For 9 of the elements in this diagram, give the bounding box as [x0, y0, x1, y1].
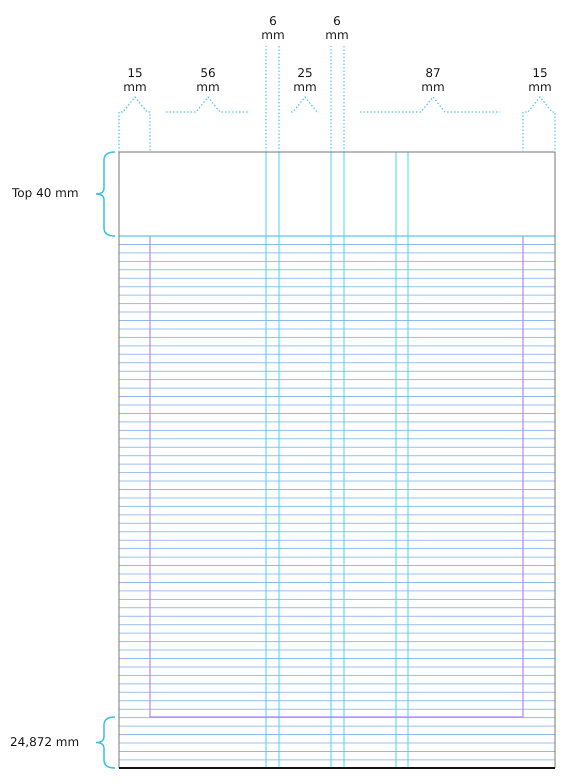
dimension-label: Top 40 mm	[12, 186, 79, 200]
dimension-label: 15 mm	[122, 66, 148, 94]
dimension-label: 6 mm	[260, 14, 286, 42]
dimension-label: 6 mm	[324, 14, 350, 42]
dimension-label: 25 mm	[292, 66, 318, 94]
dimension-label: 15 mm	[527, 66, 553, 94]
dimension-label: 56 mm	[195, 66, 221, 94]
dimension-label: 87 mm	[420, 66, 446, 94]
dimension-label: 24,872 mm	[10, 735, 80, 749]
